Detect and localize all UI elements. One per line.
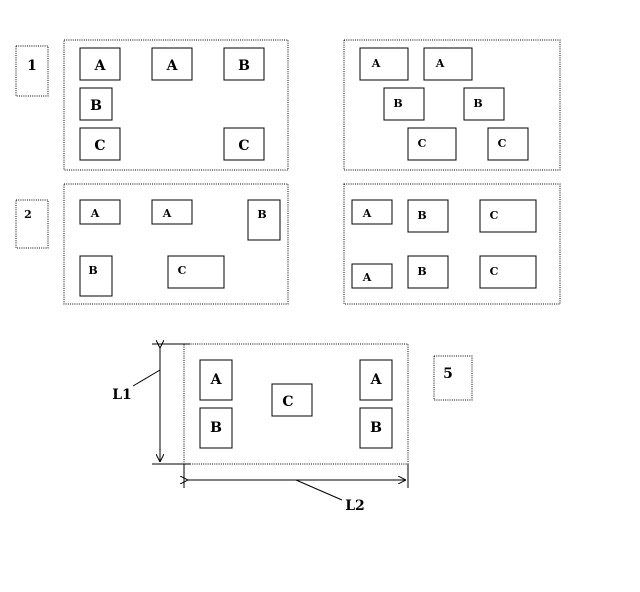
svg-text:A: A <box>166 58 179 74</box>
figure-1-number: 1 <box>27 58 37 74</box>
l2-label: L2 <box>345 498 365 514</box>
box-b: B <box>79 255 113 297</box>
box-a: A <box>79 199 121 225</box>
box-c: C <box>479 199 537 233</box>
box-b: B <box>79 87 113 121</box>
svg-text:A: A <box>362 207 372 220</box>
figure-5: A B C A B 5 L1 L2 <box>112 343 473 514</box>
svg-text:A: A <box>435 57 445 70</box>
svg-text:C: C <box>418 137 427 150</box>
box-c: C <box>479 255 537 289</box>
figure-1-number-box <box>15 45 49 97</box>
svg-text:A: A <box>210 372 223 388</box>
svg-text:B: B <box>393 97 402 110</box>
box-c: C <box>223 127 265 161</box>
box-b: B <box>383 87 425 121</box>
svg-text:C: C <box>178 264 187 277</box>
figure-2-number: 2 <box>24 208 32 221</box>
box-a: A <box>199 359 233 401</box>
svg-text:B: B <box>210 420 222 436</box>
box-c: C <box>487 127 529 161</box>
box-b: B <box>463 87 505 121</box>
box-a: A <box>351 199 393 225</box>
figure-1-right-panel <box>343 39 561 171</box>
figure-2: 2 A A B B C A B C A B C <box>15 183 561 305</box>
box-a: A <box>151 199 193 225</box>
box-a: A <box>423 47 473 81</box>
svg-text:B: B <box>473 97 482 110</box>
svg-text:C: C <box>94 138 105 154</box>
box-a: A <box>351 263 393 289</box>
l1-leader-line <box>132 369 161 387</box>
box-c: C <box>271 383 313 417</box>
box-a: A <box>359 359 393 401</box>
box-c: C <box>407 127 457 161</box>
svg-text:B: B <box>90 98 102 114</box>
box-c: C <box>79 127 121 161</box>
svg-text:B: B <box>238 58 250 74</box>
svg-text:A: A <box>370 372 383 388</box>
svg-text:A: A <box>371 57 381 70</box>
svg-text:B: B <box>370 420 382 436</box>
figure-5-main-panel <box>183 343 409 465</box>
svg-text:C: C <box>282 394 293 410</box>
l1-label: L1 <box>112 387 132 403</box>
figure-2-number-box <box>15 199 49 249</box>
box-a: A <box>79 47 121 81</box>
box-a: A <box>359 47 409 81</box>
svg-text:C: C <box>498 137 507 150</box>
box-b: B <box>407 255 449 289</box>
l2-leader-line <box>295 479 343 501</box>
svg-text:B: B <box>417 209 426 222</box>
svg-text:C: C <box>490 265 499 278</box>
box-b: B <box>407 199 449 233</box>
svg-text:B: B <box>417 265 426 278</box>
svg-text:B: B <box>88 264 97 277</box>
svg-text:B: B <box>257 208 266 221</box>
figure-1-left-panel <box>63 39 289 171</box>
svg-text:A: A <box>162 207 172 220</box>
box-b: B <box>359 407 393 449</box>
box-a: A <box>151 47 193 81</box>
svg-text:A: A <box>94 58 107 74</box>
figure-2-right-panel <box>343 183 561 305</box>
box-b: B <box>223 47 265 81</box>
figure-2-left-panel <box>63 183 289 305</box>
box-b: B <box>247 199 281 241</box>
svg-text:C: C <box>490 209 499 222</box>
svg-text:A: A <box>90 207 100 220</box>
figure-5-number-box <box>433 355 473 401</box>
svg-text:C: C <box>238 138 249 154</box>
figure-1: 1 A A B B C C A A B B C C <box>15 39 561 171</box>
svg-text:A: A <box>362 271 372 284</box>
figure-5-number: 5 <box>443 366 453 382</box>
box-b: B <box>199 407 233 449</box>
box-c: C <box>167 255 225 289</box>
